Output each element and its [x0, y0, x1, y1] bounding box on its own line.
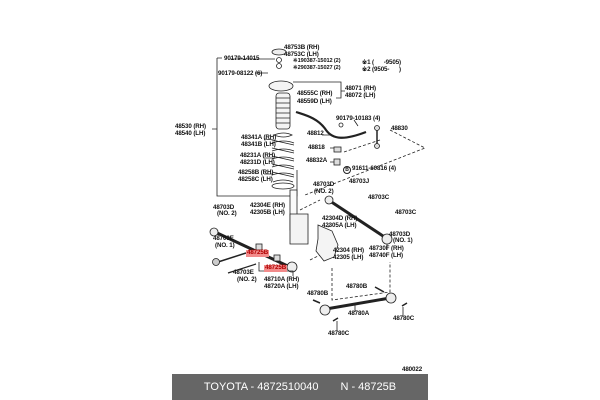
bump-boot: [275, 92, 291, 130]
rear-lateral-arm: [325, 296, 391, 311]
label-48703e-no: (NO. 1): [215, 242, 235, 249]
label-42304[interactable]: 42304 (RH): [333, 247, 364, 254]
note-2: ※2 (9505- ): [362, 66, 402, 73]
label-48780b[interactable]: 48780B: [346, 283, 368, 290]
label-48812[interactable]: 48812: [307, 130, 324, 137]
label-48703d[interactable]: 48703D: [313, 181, 335, 188]
bushing-48725b: [273, 254, 281, 262]
label-48231d[interactable]: 48231D (LH): [240, 159, 275, 166]
label-48703j[interactable]: 48703J: [349, 178, 370, 185]
label-90387-15012[interactable]: ※190387-15012 (2): [293, 58, 341, 64]
label-42305[interactable]: 42305 (LH): [333, 254, 364, 261]
label-48703e-no: (NO. 2): [237, 276, 257, 283]
label-48740f[interactable]: 48740F (LH): [369, 252, 403, 259]
label-48071[interactable]: 48071 (RH): [345, 85, 376, 92]
label-42305a[interactable]: 42305A (LH): [322, 222, 357, 229]
note-1: ※1 ( -9505): [362, 59, 402, 66]
label-48780a[interactable]: 48780A: [348, 310, 370, 317]
label-48710a[interactable]: 48710A (RH): [264, 276, 300, 283]
label-48341b[interactable]: 48341B (LH): [241, 141, 276, 148]
upper-control-arm: [329, 199, 387, 240]
label-48730f[interactable]: 48730F (RH): [369, 245, 404, 252]
knuckle: [315, 224, 339, 262]
strut-top-cap: [271, 48, 287, 56]
nut-icon: [276, 57, 282, 63]
b-mark-icon: B: [343, 166, 351, 174]
label-48780c[interactable]: 48780C: [328, 330, 350, 337]
label-48780c[interactable]: 48780C: [393, 315, 415, 322]
washer-icon: [276, 63, 282, 69]
label-90179-08122[interactable]: 90179-08122 (6): [218, 70, 263, 77]
label-48703d-no: (NO. 1): [393, 237, 413, 244]
label-48555c[interactable]: 48555C (RH): [297, 90, 333, 97]
part-info-footer: TOYOTA - 4872510040 N - 48725B: [172, 374, 428, 400]
strut-assembly-bracket: [212, 57, 298, 197]
label-91611-60816[interactable]: 91611-60816 (4): [352, 165, 396, 172]
label-48703d-no: (NO. 2): [217, 210, 237, 217]
label-42304d[interactable]: 42304D (RH): [322, 215, 358, 222]
strut-mount: [268, 80, 294, 92]
coil-spring: [271, 132, 295, 183]
label-48559d[interactable]: 48559D (LH): [297, 98, 332, 105]
diagram-code: 480022: [402, 366, 423, 373]
label-48341a[interactable]: 48341A (RH): [241, 134, 277, 141]
label-48703d[interactable]: 48703D: [213, 204, 235, 211]
label-48725b-highlighted[interactable]: 48725B: [264, 264, 288, 272]
label-48832a[interactable]: 48832A: [306, 157, 328, 164]
label-90179-14015[interactable]: 90179-14015: [224, 55, 260, 62]
label-48703e[interactable]: 48703E: [233, 269, 254, 276]
label-48720a[interactable]: 48720A (LH): [264, 283, 299, 290]
bolt-48703e-no2: [227, 263, 257, 274]
label-48818[interactable]: 48818: [308, 144, 325, 151]
spring-seat: [271, 182, 295, 190]
bolt-48703e: [217, 252, 247, 263]
label-48703d[interactable]: 48703D: [389, 231, 411, 238]
part-number: TOYOTA - 4872510040: [203, 381, 319, 393]
label-48703d-no: (NO. 2): [314, 188, 334, 195]
label-48703c[interactable]: 48703C: [368, 194, 390, 201]
label-48703e[interactable]: 48703E: [213, 235, 234, 242]
label-48703c[interactable]: 48703C: [395, 209, 417, 216]
label-48780b[interactable]: 48780B: [307, 290, 329, 297]
label-48753b[interactable]: 48753B (RH): [284, 44, 320, 51]
label-48258c[interactable]: 48258C (LH): [238, 176, 273, 183]
label-48258b[interactable]: 48258B (RH): [238, 169, 274, 176]
label-48231a[interactable]: 48231A (RH): [240, 152, 276, 159]
label-48072[interactable]: 48072 (LH): [345, 92, 376, 99]
label-48725b-highlighted[interactable]: 48725B: [246, 249, 270, 257]
label-42305b[interactable]: 42305B (LH): [250, 209, 285, 216]
label-48830[interactable]: 48830: [391, 125, 408, 132]
label-48530[interactable]: 48530 (RH): [175, 123, 206, 130]
diagram-number: N - 48725B: [340, 381, 397, 393]
label-48753c[interactable]: 48753C (LH): [284, 51, 319, 58]
label-48540[interactable]: 48540 (LH): [175, 130, 206, 137]
label-42304e[interactable]: 42304E (RH): [250, 202, 286, 209]
stabilizer-bar: [295, 110, 367, 139]
label-90387-15027[interactable]: ※290387-15027 (2): [293, 65, 341, 71]
label-90179-10183[interactable]: 90179-10183 (4): [336, 115, 381, 122]
